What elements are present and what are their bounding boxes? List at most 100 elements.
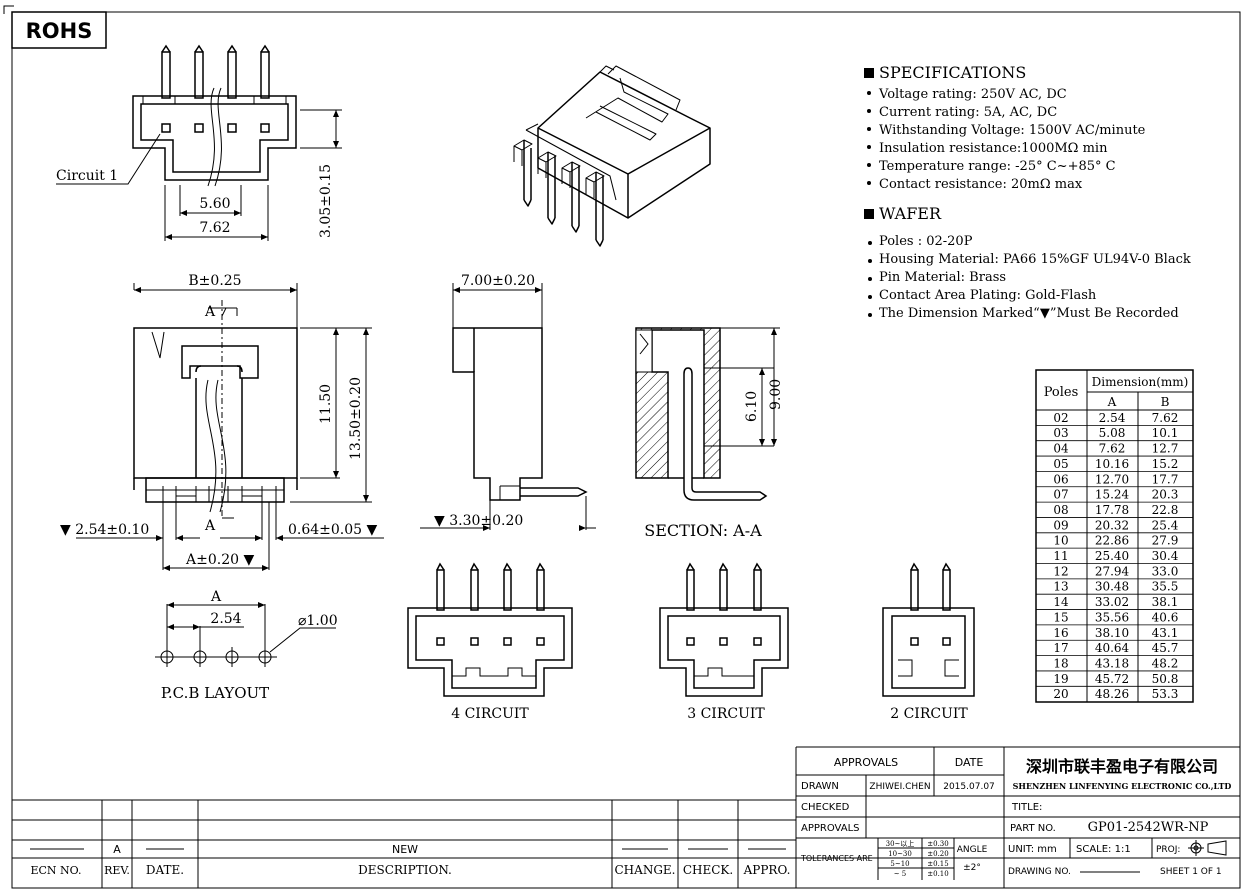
table-cell-poles: 07 xyxy=(1053,488,1068,502)
unit-label: UNIT: mm xyxy=(1008,844,1057,855)
table-header-b: B xyxy=(1161,395,1170,409)
iso-view xyxy=(513,65,711,247)
table-cell-poles: 14 xyxy=(1053,595,1069,609)
sheet-label: SHEET 1 OF 1 xyxy=(1160,867,1222,877)
spec-item: Voltage rating: 250V AC, DC xyxy=(878,87,1067,102)
header-description: DESCRIPTION. xyxy=(358,863,452,877)
header-date: DATE. xyxy=(146,863,184,877)
dim-b: B±0.25 xyxy=(188,273,241,289)
table-cell-poles: 09 xyxy=(1053,518,1068,532)
table-cell-a: 33.02 xyxy=(1095,595,1129,609)
dim-3-30: ▼ 3.30±0.20 xyxy=(434,513,523,529)
circuit-1-label: Circuit 1 xyxy=(56,168,118,184)
table-cell-b: 10.1 xyxy=(1152,426,1179,440)
rohs-text: ROHS xyxy=(26,19,93,43)
pcb-dim-2-54: 2.54 xyxy=(210,611,241,627)
table-cell-b: 53.3 xyxy=(1152,687,1179,701)
spec-item: Withstanding Voltage: 1500V AC/minute xyxy=(879,123,1146,138)
dim-a-020: A±0.20 ▼ xyxy=(185,552,254,568)
checked-label: CHECKED xyxy=(801,802,850,813)
table-cell-poles: 06 xyxy=(1053,472,1068,486)
pcb-layout: A 2.54 ⌀1.00 P.C.B LAYOUT xyxy=(155,589,338,702)
approvals-header: APPROVALS xyxy=(834,756,898,769)
date-header: DATE xyxy=(955,756,984,769)
dim-9-00: 9.00 xyxy=(768,379,784,410)
table-cell-b: 45.7 xyxy=(1152,641,1179,655)
table-cell-a: 35.56 xyxy=(1095,610,1129,624)
table-cell-poles: 10 xyxy=(1053,534,1068,548)
tol-range: 5~10 xyxy=(890,860,909,868)
spec-item: Current rating: 5A, AC, DC xyxy=(879,105,1057,120)
table-cell-a: 45.72 xyxy=(1095,672,1129,686)
header-rev: REV. xyxy=(104,864,130,877)
scale-label: SCALE: 1:1 xyxy=(1076,844,1131,855)
table-cell-a: 40.64 xyxy=(1095,641,1130,655)
dim-7-00: 7.00±0.20 xyxy=(461,273,535,289)
top-view: Circuit 1 5.60 7.62 3.05±0.15 xyxy=(56,44,342,241)
table-cell-poles: 13 xyxy=(1053,580,1068,594)
title-block: APPROVALS DATE 深圳市联丰盈电子有限公司 SHENZHEN LIN… xyxy=(796,746,1240,888)
table-cell-b: 35.5 xyxy=(1152,580,1179,594)
table-cell-b: 12.7 xyxy=(1152,442,1179,456)
table-cell-a: 20.32 xyxy=(1095,518,1129,532)
pcb-dim-a: A xyxy=(210,589,222,605)
dim-3-05: 3.05±0.15 xyxy=(318,164,334,238)
table-header-poles: Poles xyxy=(1044,385,1079,400)
table-cell-a: 17.78 xyxy=(1095,503,1129,517)
drawn-by: ZHIWEI.CHEN xyxy=(869,782,930,792)
table-cell-poles: 02 xyxy=(1053,411,1068,425)
angle-value: ±2° xyxy=(963,863,981,873)
dim-5-60: 5.60 xyxy=(199,196,230,212)
tol-range: ~ 5 xyxy=(894,870,907,878)
part-no-label: PART NO. xyxy=(1010,823,1056,834)
section-aa-label: SECTION: A-A xyxy=(644,521,762,540)
table-cell-poles: 11 xyxy=(1053,549,1068,563)
table-cell-b: 30.4 xyxy=(1152,549,1179,563)
spec-item: Insulation resistance:1000MΩ min xyxy=(879,141,1108,156)
table-cell-b: 22.8 xyxy=(1152,503,1179,517)
drawn-label: DRAWN xyxy=(801,781,839,792)
table-cell-a: 30.48 xyxy=(1095,580,1129,594)
circuit-2-label: 2 CIRCUIT xyxy=(890,706,968,722)
projection-icon xyxy=(1188,840,1227,856)
dim-13-50: 13.50±0.20 xyxy=(348,377,364,460)
table-cell-poles: 04 xyxy=(1053,442,1069,456)
tol-value: ±0.30 xyxy=(927,840,948,848)
angle-label: ANGLE xyxy=(957,845,988,855)
tol-value: ±0.10 xyxy=(927,870,948,878)
table-cell-b: 15.2 xyxy=(1152,457,1179,471)
table-cell-a: 7.62 xyxy=(1099,442,1126,456)
table-cell-a: 5.08 xyxy=(1099,426,1126,440)
table-cell-a: 12.70 xyxy=(1095,472,1129,486)
tol-range: 30~以上 xyxy=(886,839,915,848)
header-change: CHANGE. xyxy=(615,863,676,877)
circuit-2-view: 2 CIRCUIT xyxy=(882,562,975,722)
circuit-4-label: 4 CIRCUIT xyxy=(451,706,529,722)
wafer-item: The Dimension Marked“▼”Must Be Recorded xyxy=(879,306,1179,321)
wafer-title: WAFER xyxy=(879,204,942,223)
header-appro: APPRO. xyxy=(743,863,791,877)
table-cell-poles: 17 xyxy=(1053,641,1068,655)
table-header-a: A xyxy=(1107,395,1117,409)
dim-7-62: 7.62 xyxy=(199,220,230,236)
dim-0-64: 0.64±0.05 ▼ xyxy=(288,522,378,538)
dim-6-10: 6.10 xyxy=(744,391,760,422)
table-cell-b: 48.2 xyxy=(1152,656,1179,670)
section-aa-view: 6.10 9.00 SECTION: A-A xyxy=(635,327,784,540)
company-name-en: SHENZHEN LINFENYING ELECTRONIC CO.,LTD xyxy=(1013,781,1232,791)
wafer-item: Housing Material: PA66 15%GF UL94V-0 Bla… xyxy=(879,252,1191,267)
circuit-4-view: 4 CIRCUIT xyxy=(407,562,573,722)
tol-range: 10~30 xyxy=(888,850,912,858)
wafer-item: Pin Material: Brass xyxy=(879,270,1006,285)
spec-item: Contact resistance: 20mΩ max xyxy=(879,177,1083,192)
table-cell-poles: 20 xyxy=(1053,687,1068,701)
table-cell-poles: 03 xyxy=(1053,426,1068,440)
table-cell-a: 48.26 xyxy=(1095,687,1129,701)
tolerances-label: TOLERANCES ARE xyxy=(800,854,873,863)
company-name-cn: 深圳市联丰盈电子有限公司 xyxy=(1026,757,1218,776)
drawn-date: 2015.07.07 xyxy=(943,782,995,792)
tol-value: ±0.20 xyxy=(927,850,948,858)
table-cell-b: 7.62 xyxy=(1152,411,1179,425)
table-cell-a: 2.54 xyxy=(1099,411,1126,425)
